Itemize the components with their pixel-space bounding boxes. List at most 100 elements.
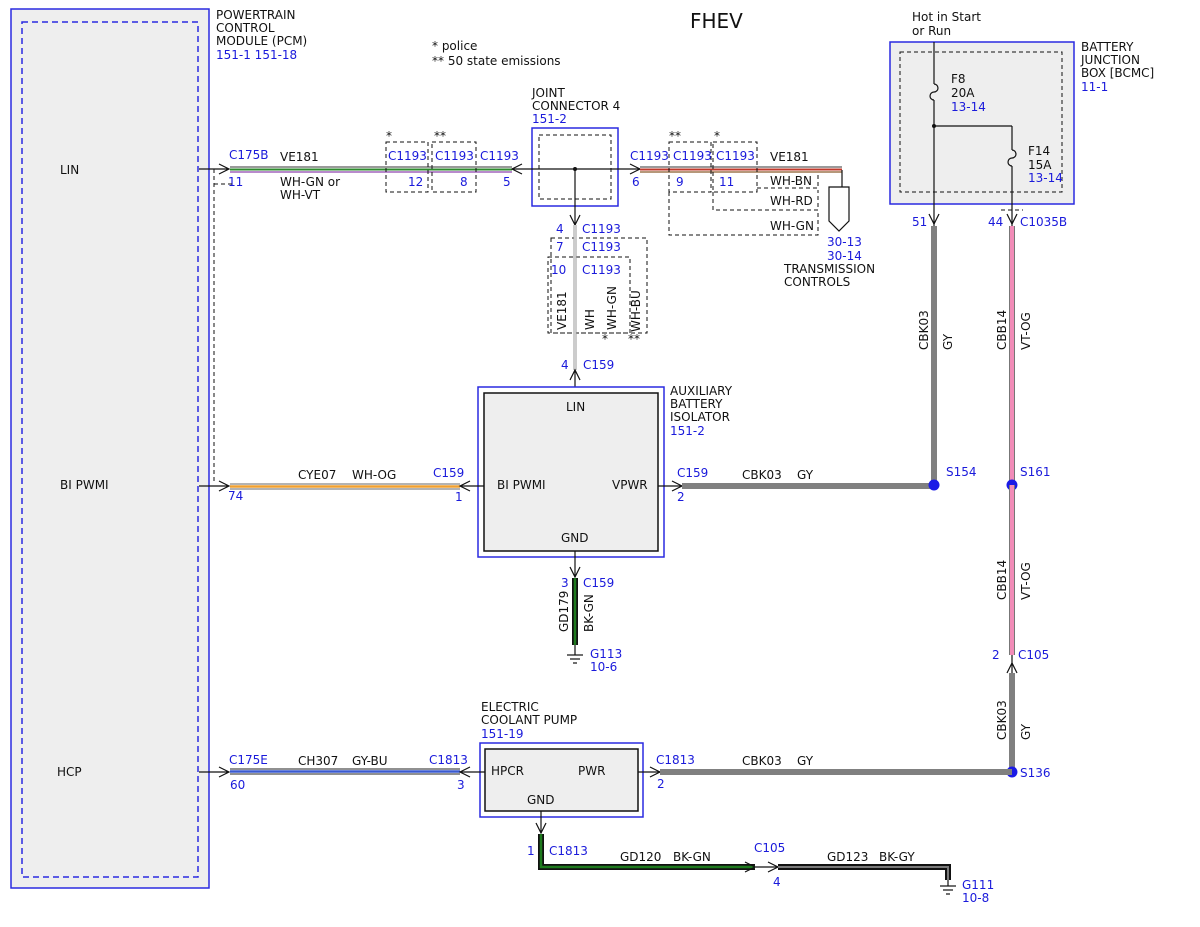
splice-s136: S136: [1020, 766, 1051, 780]
c1193-box-emissions: [431, 141, 477, 193]
wire-gy-d: GY: [797, 754, 814, 768]
bjb-name-3: BOX [BCMC]: [1081, 66, 1154, 80]
ecp-name-1: ELECTRIC: [481, 700, 539, 714]
ground-g113-ref: 10-6: [590, 660, 617, 674]
pin-4-jc: 4: [556, 222, 564, 236]
conn-c105-a: C105: [1018, 648, 1049, 662]
hot-label-2: or Run: [912, 24, 951, 38]
pin-60: 60: [230, 778, 245, 792]
mark-dstar-2: **: [669, 129, 681, 143]
jc-name-2: CONNECTOR 4: [532, 99, 620, 113]
diagram-title: FHEV: [690, 9, 743, 33]
wire-gd123-label: GD123: [827, 850, 868, 864]
fuse-f14-icon: [1007, 149, 1017, 167]
auxiliary-battery-isolator[interactable]: LIN BI PWMI VPWR GND: [477, 386, 665, 558]
pin-2-ecp: 2: [657, 777, 665, 791]
mark-dstar-3: **: [628, 332, 640, 346]
c1193-box-police-2: [712, 141, 758, 193]
conn-c159-a: C159: [583, 358, 614, 372]
conn-c159-b: C159: [433, 466, 464, 480]
conn-c159-c: C159: [677, 466, 708, 480]
wire-bk-gn-a: BK-GN: [582, 594, 596, 632]
conn-c1193-b: C1193: [435, 149, 474, 163]
pin-1-ecp: 1: [527, 844, 535, 858]
wire-cbb14-a: CBB14: [995, 310, 1009, 350]
wire-vt-og-b: VT-OG: [1019, 562, 1033, 600]
ecp-pin-pwr: PWR: [578, 764, 605, 778]
conn-c1813-b: C1813: [656, 753, 695, 767]
conn-c1193-f: C1193: [716, 149, 755, 163]
electric-coolant-pump[interactable]: HPCR PWR GND: [479, 742, 644, 818]
pcm-pin-bi-pwmi: BI PWMI: [60, 478, 109, 492]
wire-vt-og-a: VT-OG: [1019, 312, 1033, 350]
pin-4-c105: 4: [773, 875, 781, 889]
conn-c175e: C175E: [229, 753, 268, 767]
ve181-wire-trans-side: [640, 166, 842, 173]
abi-pin-vpwr: VPWR: [612, 478, 648, 492]
wire-wh-gn-vert: WH-GN: [605, 286, 619, 330]
branch-wh-rd: [712, 190, 819, 211]
mark-star-3: *: [602, 332, 608, 346]
fuse-f8-rating: 20A: [951, 86, 975, 100]
wire-cbk03-c: CBK03: [995, 700, 1009, 740]
arrow-ecp-gnd: [535, 822, 547, 835]
wire-gy-bu: GY-BU: [352, 754, 388, 768]
wire-bk-gn-b: BK-GN: [673, 850, 711, 864]
branch-wh-bn: [757, 172, 819, 189]
wire-gd120-label: GD120: [620, 850, 661, 864]
wire-cbk03-d: CBK03: [742, 754, 782, 768]
legend-emissions: ** 50 state emissions: [432, 54, 561, 68]
ground-g111-ref: 10-8: [962, 891, 989, 905]
fuse-f14-ref: 13-14: [1028, 171, 1063, 185]
wire-cye07: CYE07: [298, 468, 336, 482]
conn-c1813-a: C1813: [429, 753, 468, 767]
wire-ve181-right: VE181: [770, 150, 809, 164]
wire-ch307: CH307: [298, 754, 338, 768]
pcm-name-1: POWERTRAIN: [216, 8, 296, 22]
wire-wh-bn: WH-BN: [770, 174, 812, 188]
jc-name-1: JOINT: [531, 86, 566, 100]
ground-g113-icon: [567, 654, 583, 664]
pin-3-ecp: 3: [457, 778, 465, 792]
battery-junction-box[interactable]: [889, 41, 1075, 214]
pin-2-c105: 2: [992, 648, 1000, 662]
fuse-f8-icon: [929, 83, 939, 101]
pin-4-abi: 4: [561, 358, 569, 372]
arrow-pcm-bi-pwmi: [199, 480, 231, 492]
trans-name-2: CONTROLS: [784, 275, 850, 289]
abi-name-3: ISOLATOR: [670, 410, 730, 424]
pcm-module[interactable]: POWERTRAIN CONTROL MODULE (PCM) 151-1 15…: [10, 8, 307, 889]
pin-3-abi: 3: [561, 576, 569, 590]
arrow-ecp-hpcr: [458, 766, 471, 778]
bjb-name-1: BATTERY: [1081, 40, 1134, 54]
wire-gd120: [539, 834, 755, 869]
abi-ref: 151-2: [670, 424, 705, 438]
c1193-box-emissions-2: [668, 141, 712, 193]
wire-wh-gn-or: WH-GN or: [280, 175, 340, 189]
wire-wh-gn: WH-GN: [770, 219, 814, 233]
wire-ve181-left: VE181: [280, 150, 319, 164]
conn-c1035b: C1035B: [1020, 215, 1067, 229]
abi-pin-lin: LIN: [566, 400, 585, 414]
wire-gd123: [778, 866, 949, 880]
conn-c1193-i: C1193: [582, 263, 621, 277]
pin-11-c1193: 11: [719, 175, 734, 189]
ve181-wire-pcm-side: [230, 166, 512, 173]
fuse-f14-name: F14: [1028, 144, 1050, 158]
fuse-f8-ref: 13-14: [951, 100, 986, 114]
legend-police: * police: [432, 39, 477, 53]
ecp-name-2: COOLANT PUMP: [481, 713, 577, 727]
splice-s161: S161: [1020, 465, 1051, 479]
ecp-ref: 151-19: [481, 727, 524, 741]
pcm-name-3: MODULE (PCM): [216, 34, 307, 48]
hot-label-1: Hot in Start: [912, 10, 981, 24]
mark-star-2: *: [714, 129, 720, 143]
fuse-f8-name: F8: [951, 72, 966, 86]
transmission-connector[interactable]: [828, 186, 850, 232]
joint-connector-4[interactable]: [512, 127, 640, 225]
conn-c1193-g: C1193: [582, 222, 621, 236]
wire-ve181-vert: VE181: [555, 291, 569, 330]
pin-9: 9: [676, 175, 684, 189]
splice-s154: S154: [946, 465, 977, 479]
